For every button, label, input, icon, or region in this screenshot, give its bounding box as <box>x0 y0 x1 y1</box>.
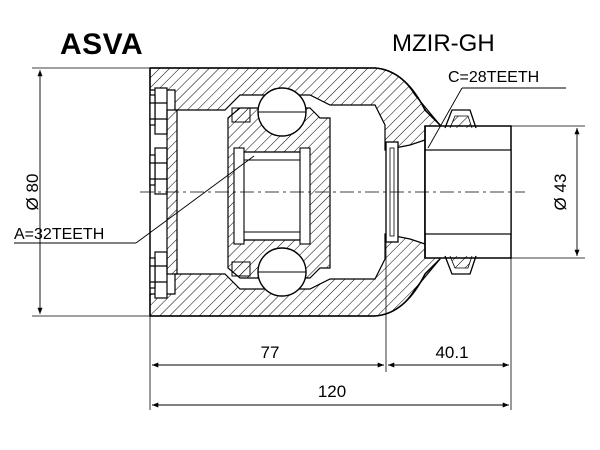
stud-middle <box>154 147 168 195</box>
housing-outline <box>150 67 441 317</box>
shaft-diameter-label: Ø 43 <box>551 174 570 211</box>
dim-lengths: 77 40.1 <box>149 242 512 410</box>
stud-bottom-cap <box>149 257 156 289</box>
flange-studs <box>149 87 178 299</box>
dim-outer-diameter: Ø 80 <box>23 67 150 317</box>
stud-middle-cap <box>149 154 156 186</box>
inner-teeth-label: A=32TEETH <box>14 226 104 243</box>
leader-outer-teeth: C=28TEETH <box>427 69 566 149</box>
seal-top <box>444 109 477 129</box>
total-length-label: 120 <box>318 382 346 401</box>
brand-logo: ASVA <box>60 28 144 61</box>
seal-bottom <box>444 255 477 275</box>
body-length-label: 77 <box>261 343 280 362</box>
dim-total-length: 120 <box>152 382 509 408</box>
outer-teeth-label: C=28TEETH <box>448 69 539 86</box>
inner-race-bore <box>239 151 305 241</box>
stud-top <box>154 87 168 135</box>
stud-bottom <box>154 251 168 299</box>
tripod-assembly <box>227 87 331 297</box>
shaft-length-label: 40.1 <box>435 343 468 362</box>
dim-shaft-diameter: Ø 43 <box>511 125 585 259</box>
part-number: MZIR-GH <box>392 30 495 57</box>
stud-top-cap <box>149 94 156 126</box>
outer-diameter-label: Ø 80 <box>23 174 42 211</box>
leader-inner-teeth: A=32TEETH <box>14 155 255 244</box>
